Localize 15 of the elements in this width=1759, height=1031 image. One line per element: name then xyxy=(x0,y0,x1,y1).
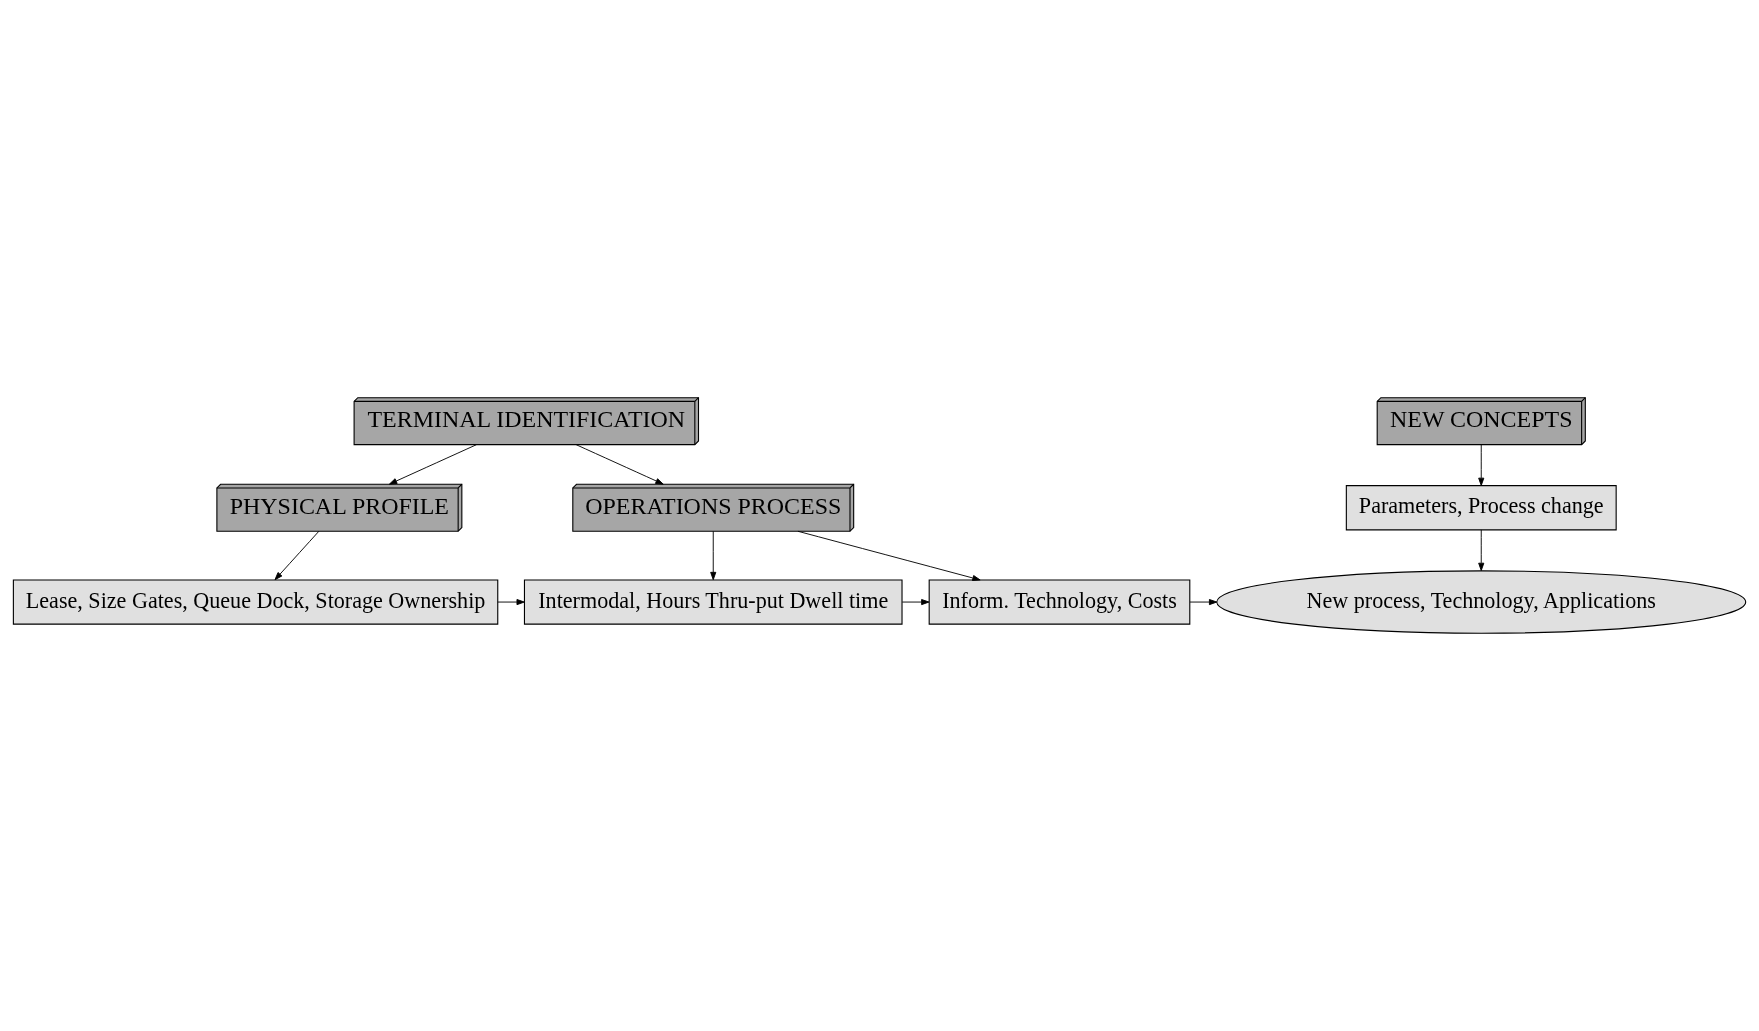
arrow xyxy=(1189,599,1218,606)
node-box: Inform. Technology, Costs xyxy=(928,579,1191,625)
arrow xyxy=(388,444,477,485)
arrow xyxy=(1478,444,1485,486)
node-box: Parameters, Process change xyxy=(1345,485,1617,531)
node-ellipse: New process, Technology, Applications xyxy=(1216,570,1747,634)
arrow xyxy=(901,599,930,606)
arrow xyxy=(274,530,320,581)
arrow xyxy=(575,444,664,485)
node-box: Lease, Size Gates, Queue Dock, Storage Ownership xyxy=(12,579,499,625)
node-box: Intermodal, Hours Thru-put Dwell time xyxy=(523,579,903,625)
arrow xyxy=(710,530,717,581)
arrow xyxy=(497,599,525,606)
arrow xyxy=(797,530,981,581)
arrow xyxy=(1478,529,1485,571)
